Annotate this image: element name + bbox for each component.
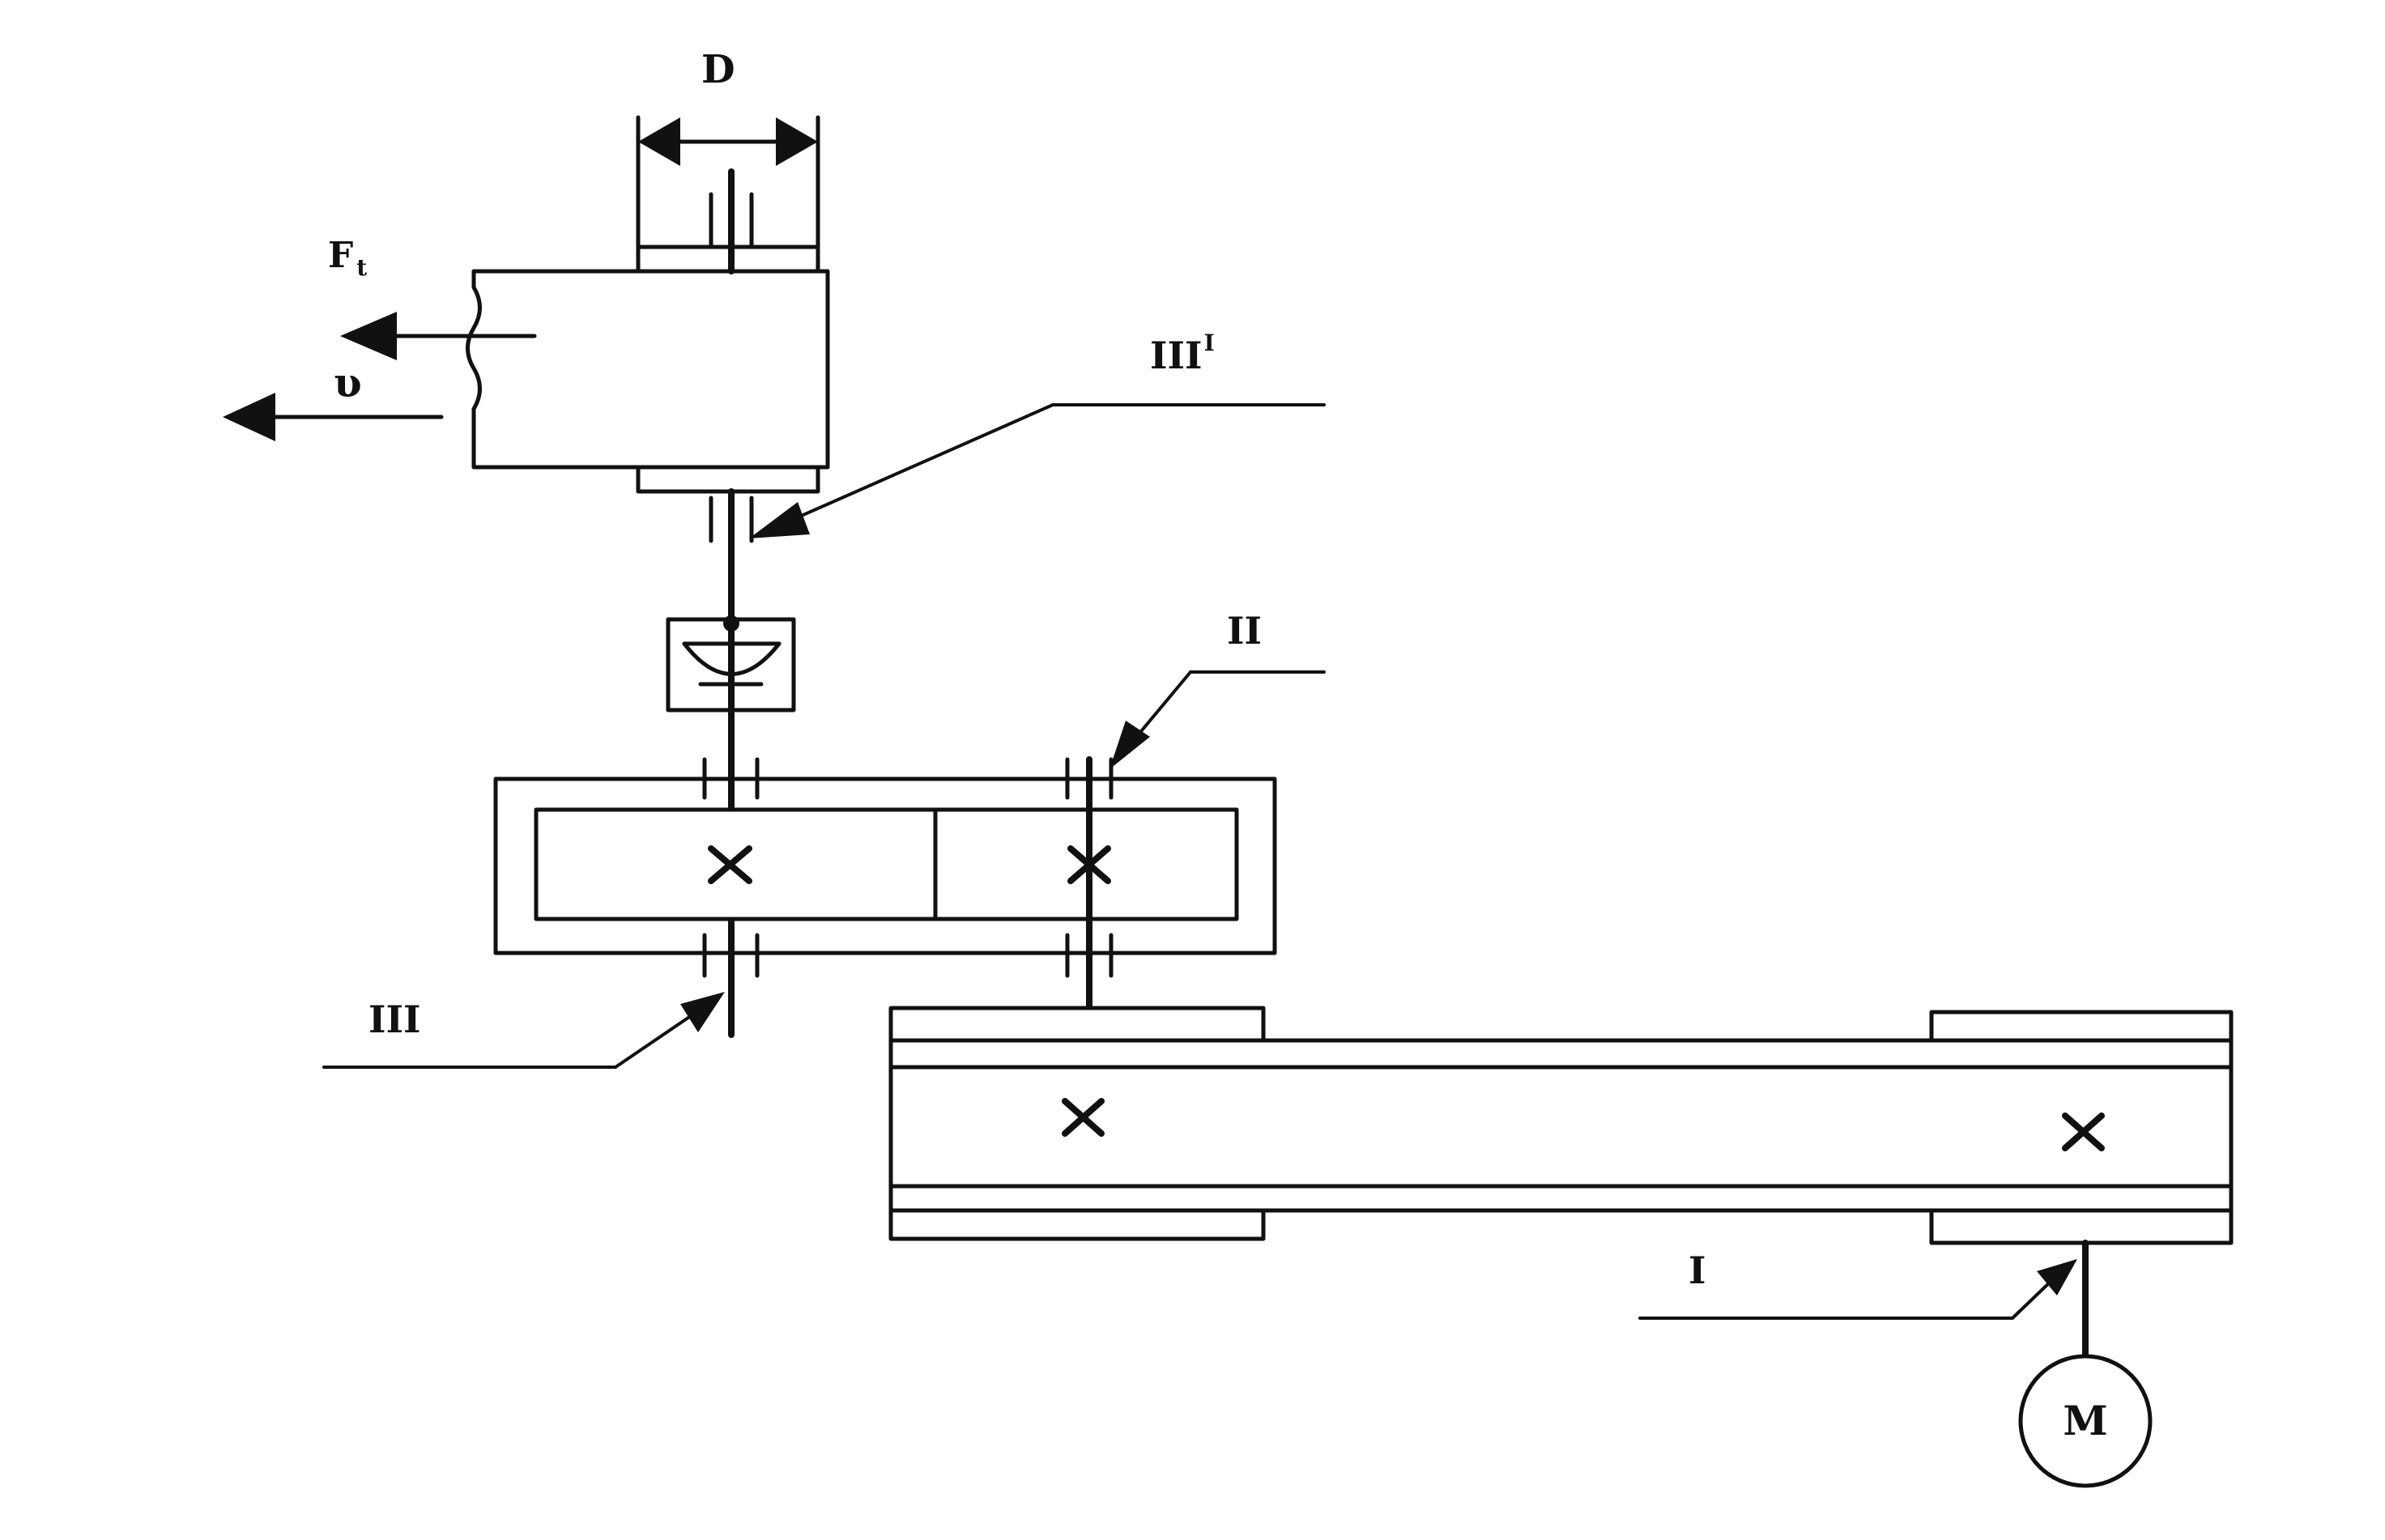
cross-icon xyxy=(1062,1098,1105,1137)
bearing-icon xyxy=(1065,756,1114,1011)
coupling-icon xyxy=(666,606,796,728)
shaft-drum-superscript: I xyxy=(1204,330,1215,356)
shaft-intermediate-label: II xyxy=(1227,609,1262,653)
bearing-icon xyxy=(702,757,760,978)
force-label: F xyxy=(328,235,353,276)
bearing-icon xyxy=(709,496,754,543)
svg-text:Ft: Ft xyxy=(328,235,367,281)
shaft-output-label: III xyxy=(368,998,421,1041)
shaft-drum-label: III xyxy=(1150,334,1203,377)
velocity-label: υ xyxy=(334,359,362,406)
motor-label: M xyxy=(2063,1397,2107,1444)
gearbox xyxy=(493,776,1277,955)
shaft-motor-label: I xyxy=(1689,1249,1706,1292)
cross-icon xyxy=(2062,1112,2105,1151)
shaft-motor-callout: I xyxy=(1638,1249,2077,1320)
diameter-label: D xyxy=(701,47,735,92)
drum xyxy=(466,245,830,494)
shaft-drum-callout: IIII xyxy=(749,330,1326,538)
drum-top-bearing xyxy=(709,168,754,274)
svg-text:IIII: IIII xyxy=(1150,330,1215,377)
motor: M xyxy=(2018,1354,2153,1488)
diameter-dimension: D xyxy=(636,47,820,249)
shaft-output-callout: III xyxy=(322,992,725,1069)
velocity-arrow: υ xyxy=(223,359,444,441)
shaft-intermediate-callout: II xyxy=(1109,609,1326,769)
force-subscript: t xyxy=(356,254,367,281)
cross-icon xyxy=(708,845,752,884)
